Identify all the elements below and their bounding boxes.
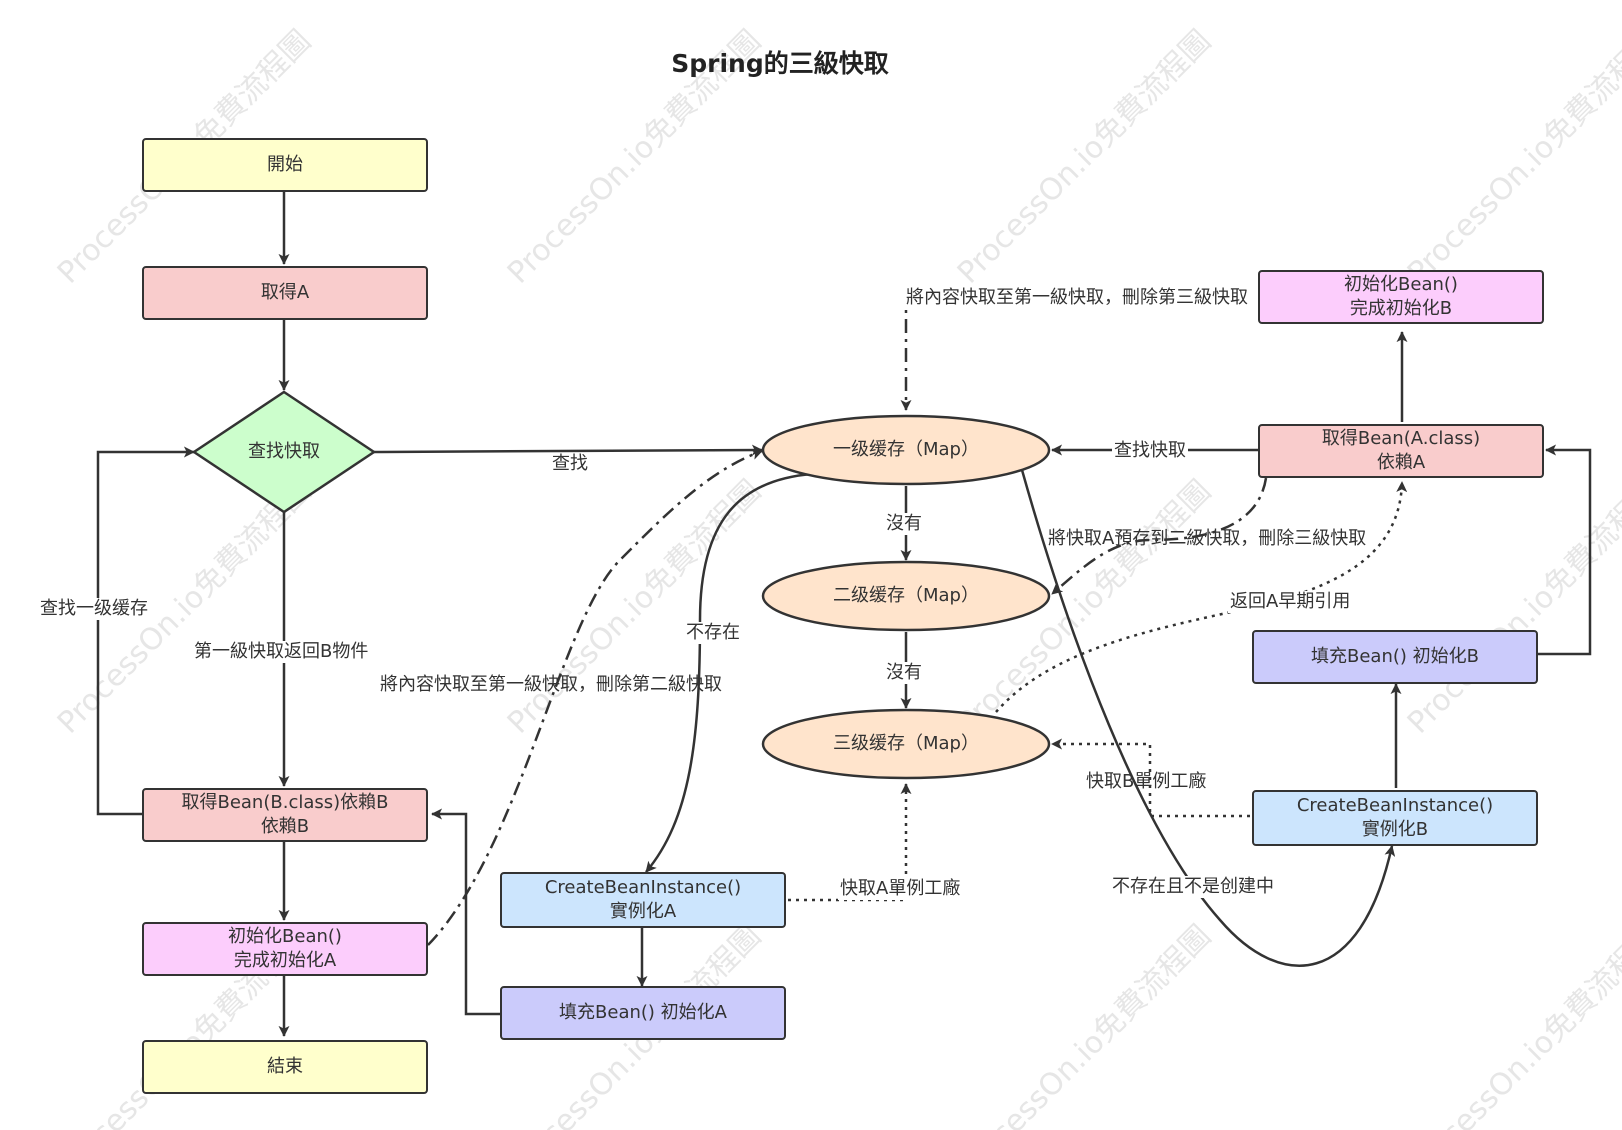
edge-label-cache-a-factory: 快取A單例工廠 — [838, 878, 963, 900]
edge-find-to-cache1 — [373, 444, 763, 456]
node-create-a[interactable]: CreateBeanInstance() 實例化A — [500, 872, 786, 928]
decision-find-cache[interactable] — [191, 390, 377, 514]
node-start-label: 開始 — [267, 154, 303, 175]
node-get-a[interactable]: 取得A — [142, 266, 428, 320]
edge-label-find: 查找 — [550, 453, 590, 475]
edge-label-first-level-returns-b: 第一級快取返回B物件 — [192, 641, 371, 663]
node-get-a-label: 取得A — [260, 282, 310, 303]
node-get-bean-a-line2: 依賴A — [1376, 452, 1426, 473]
node-get-bean-b-line1: 取得Bean(B.class)依賴B — [181, 792, 389, 813]
node-end-label: 結束 — [267, 1056, 303, 1077]
edge-label-find-cache-right: 查找快取 — [1112, 440, 1188, 462]
node-init-b-line1: 初始化Bean() — [1344, 274, 1458, 295]
node-create-a-line2: 實例化A — [609, 901, 677, 922]
edge-label-cache-b-factory: 快取B單例工廠 — [1086, 771, 1207, 792]
node-fill-a-label: 填充Bean() 初始化A — [559, 1002, 727, 1023]
node-get-bean-a[interactable]: 取得Bean(A.class) 依賴A — [1258, 424, 1544, 478]
node-init-b-line2: 完成初始化B — [1349, 298, 1453, 319]
cache-level3-label: 三级缓存（Map） — [833, 733, 979, 754]
node-init-a-line2: 完成初始化A — [233, 950, 337, 971]
cache-level2[interactable] — [761, 560, 1051, 632]
node-fill-a[interactable]: 填充Bean() 初始化A — [500, 986, 786, 1040]
edge-cache1-to-create-a — [645, 472, 813, 873]
watermark-text: ProcessOn.io免費流程圖 — [951, 919, 1218, 1130]
edge-label-not-exist-not-creating: 不存在且不是创建中 — [1110, 876, 1276, 898]
node-end[interactable]: 結束 — [142, 1040, 428, 1094]
node-find-cache-label: 查找快取 — [248, 441, 320, 462]
edge-label-cache-a-to-second: 將快取A預存到二級快取，刪除三級快取 — [1048, 528, 1367, 549]
edge-find-level1-loop — [96, 446, 195, 816]
watermark-text: ProcessOn.io免費流程圖 — [1401, 24, 1622, 291]
cache-level1-label-wrap: 一级缓存（Map） — [800, 436, 1012, 464]
node-get-bean-b[interactable]: 取得Bean(B.class)依賴B 依賴B — [142, 788, 428, 842]
node-find-cache-label-wrap: 查找快取 — [204, 430, 364, 474]
node-init-a[interactable]: 初始化Bean() 完成初始化A — [142, 922, 428, 976]
node-get-bean-b-line2: 依賴B — [260, 816, 310, 837]
cache-level2-label: 二级缓存（Map） — [833, 585, 979, 606]
cache-level1-label: 一级缓存（Map） — [833, 439, 979, 460]
edge-cache3-to-get-bean-a — [995, 481, 1408, 713]
edge-label-content-to-first-delete-third: 將內容快取至第一級快取，刪除第三級快取 — [904, 287, 1250, 309]
node-create-b[interactable]: CreateBeanInstance() 實例化B — [1252, 790, 1538, 846]
edge-label-content-to-first-delete-second: 將內容快取至第一級快取，刪除第二級快取 — [380, 674, 722, 695]
node-create-b-line2: 實例化B — [1361, 819, 1429, 840]
edge-label-find-level1: 查找一级缓存 — [38, 598, 150, 620]
diagram-title: Spring的三級快取 — [671, 49, 889, 78]
node-init-a-line1: 初始化Bean() — [228, 926, 342, 947]
node-create-a-line1: CreateBeanInstance() — [544, 877, 742, 898]
edge-label-none-2: 沒有 — [884, 662, 924, 684]
edge-label-return-early-ref: 返回A早期引用 — [1228, 591, 1353, 613]
cache-level3-label-wrap: 三级缓存（Map） — [800, 730, 1012, 758]
node-init-b[interactable]: 初始化Bean() 完成初始化B — [1258, 270, 1544, 324]
node-fill-b-label: 填充Bean() 初始化B — [1311, 646, 1479, 667]
node-start[interactable]: 開始 — [142, 138, 428, 192]
edge-cache1-to-create-b — [1020, 469, 1396, 967]
cache-level3[interactable] — [761, 708, 1051, 780]
edge-label-none-1: 沒有 — [884, 513, 924, 535]
edge-label-not-exist: 不存在 — [684, 622, 742, 644]
node-create-b-line1: CreateBeanInstance() — [1296, 795, 1494, 816]
watermark-text: ProcessOn.io免費流程圖 — [1401, 919, 1622, 1130]
node-get-bean-a-line1: 取得Bean(A.class) — [1321, 428, 1481, 449]
node-fill-b[interactable]: 填充Bean() 初始化B — [1252, 630, 1538, 684]
edge-create-b-to-cache3 — [1051, 738, 1250, 818]
cache-level1[interactable] — [761, 414, 1051, 486]
edge-fill-b-to-get-bean-a — [1538, 444, 1592, 656]
edge-fill-a-to-get-bean-b — [431, 808, 502, 1016]
cache-level2-label-wrap: 二级缓存（Map） — [800, 582, 1012, 610]
edge-get-bean-a-to-cache2 — [1051, 477, 1268, 595]
